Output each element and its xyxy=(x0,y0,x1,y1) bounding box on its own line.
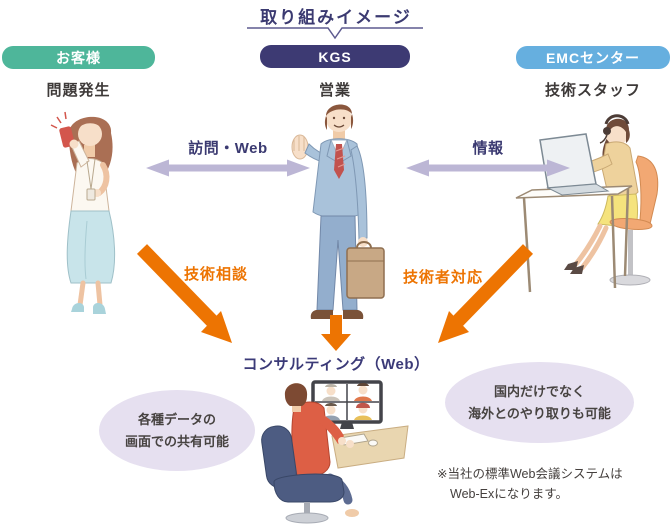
label-tech-support: 技術者対応 xyxy=(403,269,484,286)
badge-customer: お客様 xyxy=(2,46,155,69)
label-tech-consult: 技術相談 xyxy=(184,266,249,283)
badge-kgs: KGS xyxy=(260,45,410,68)
title-pointer-line xyxy=(247,27,423,40)
bubble-screen-sharing: 各種データの 画面での共有可能 xyxy=(99,390,255,471)
footnote-line1: ※当社の標準Web会議システムは xyxy=(437,467,623,481)
sales-businessman-illustration xyxy=(291,104,385,319)
bubble-overseas: 国内だけでなく 海外とのやり取りも可能 xyxy=(445,362,634,443)
tech-staff-illustration xyxy=(515,114,659,293)
arrow-down-consulting xyxy=(321,315,351,351)
bubble-right-line2: 海外とのやり取りも可能 xyxy=(468,405,611,421)
customer-woman-illustration xyxy=(50,111,116,314)
badge-emc-center: EMCセンター xyxy=(516,46,670,69)
label-consulting-web: コンサルティング（Web） xyxy=(242,356,430,373)
double-arrow-visit-web xyxy=(146,159,310,177)
bubble-left-line2: 画面での共有可能 xyxy=(124,433,229,449)
arrow-tech-support xyxy=(438,244,534,343)
arrow-tech-consult xyxy=(136,244,232,343)
role-sales: 営業 xyxy=(318,82,351,99)
page-title: 取り組みイメージ xyxy=(260,8,412,27)
label-visit-web: 訪問・Web xyxy=(188,140,268,157)
web-meeting-illustration xyxy=(261,380,409,524)
double-arrow-info xyxy=(406,159,570,177)
role-tech-staff: 技術スタッフ xyxy=(544,82,641,99)
bubble-left-line1: 各種データの xyxy=(137,412,216,428)
role-problem-occurred: 問題発生 xyxy=(46,82,111,99)
footnote: ※当社の標準Web会議システムは Web-Exになります。 xyxy=(437,464,623,504)
bubble-right-line1: 国内だけでなく xyxy=(493,384,585,400)
label-info: 情報 xyxy=(472,140,504,157)
footnote-line2: Web-Exになります。 xyxy=(450,487,568,501)
